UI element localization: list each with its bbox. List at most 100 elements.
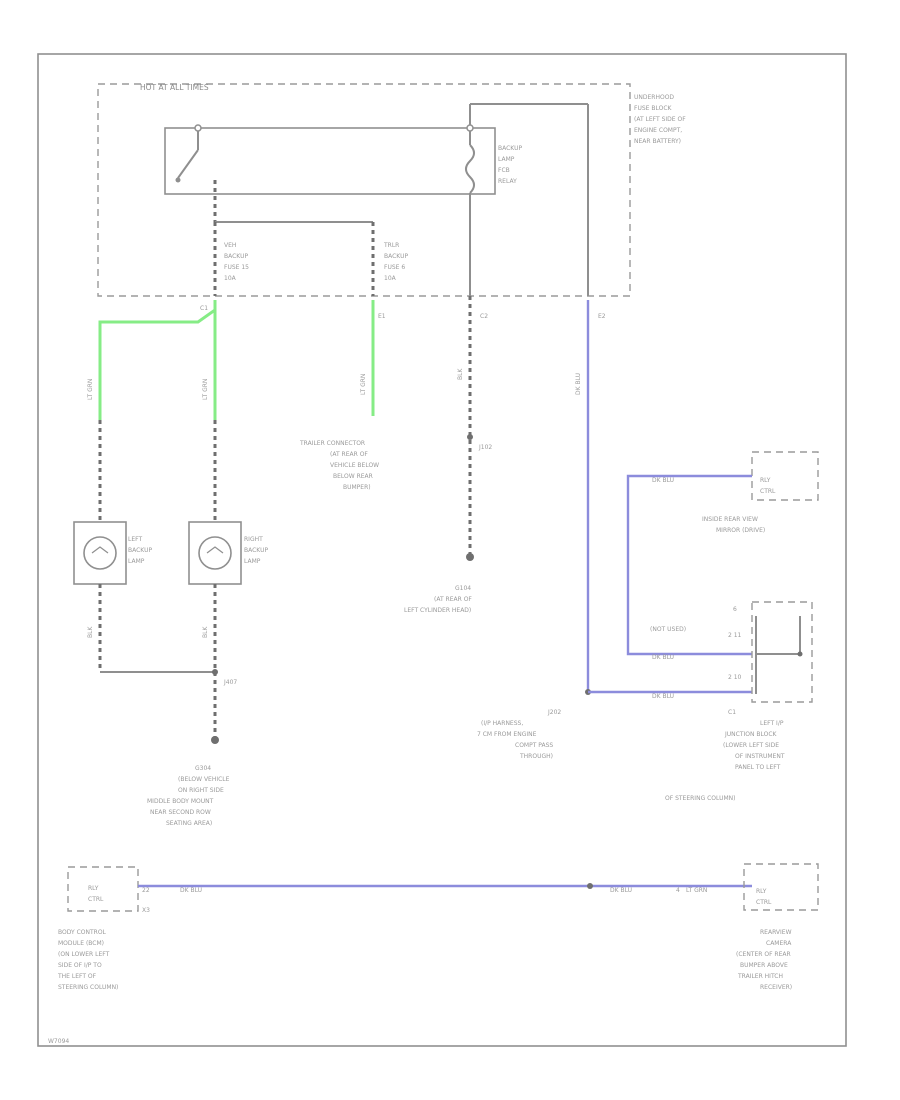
veh-fuse-label-4: 10A bbox=[224, 275, 237, 282]
trlr-fuse-label-3: FUSE 6 bbox=[384, 264, 405, 271]
jb-label-5: PANEL TO LEFT bbox=[735, 764, 781, 771]
left-lamp-label-2: BACKUP bbox=[128, 547, 152, 554]
underhood-label-4: ENGINE COMPT, bbox=[634, 127, 682, 134]
diagram-frame bbox=[37, 53, 847, 1047]
right-lamp-label-3: LAMP bbox=[244, 558, 261, 565]
bcm-label-4: SIDE OF I/P TO bbox=[58, 962, 102, 969]
underhood-label-5: NEAR BATTERY) bbox=[634, 138, 681, 145]
splice-j102 bbox=[467, 434, 473, 440]
jb-splice bbox=[797, 651, 803, 657]
pin-e1-label: E1 bbox=[378, 313, 386, 320]
hot-at-all-times-label: HOT AT ALL TIMES bbox=[140, 83, 209, 92]
mirror-ctrl-label: CTRL bbox=[760, 488, 776, 495]
trailer-label-3: VEHICLE BELOW bbox=[330, 462, 379, 469]
j202-label-1: J202 bbox=[547, 709, 561, 716]
wire-blk-g104: BLK bbox=[457, 368, 464, 380]
camera-label-4: BUMPER ABOVE bbox=[740, 962, 788, 969]
jb-label-6: OF STEERING COLUMN) bbox=[665, 795, 735, 802]
relay-coil bbox=[465, 144, 475, 194]
ip-junction-block bbox=[751, 601, 813, 703]
relay-label-2: LAMP bbox=[498, 156, 515, 163]
pin-c1-label: C1 bbox=[200, 305, 208, 312]
jb-pin-211: 2 11 bbox=[728, 632, 742, 639]
wire-blk-left: BLK bbox=[87, 626, 94, 638]
left-backup-lamp-box bbox=[73, 521, 127, 585]
g104-label-1: G104 bbox=[455, 585, 471, 592]
bcm-pin-label: 22 bbox=[142, 887, 150, 894]
pin-c2-label: C2 bbox=[480, 313, 488, 320]
mirror-label-2: MIRROR (DRIVE) bbox=[716, 527, 765, 534]
trlr-fuse-label-1: TRLR bbox=[383, 242, 399, 249]
j202-label-5: THROUGH) bbox=[519, 753, 553, 760]
mirror-rly-label: RLY bbox=[760, 477, 771, 484]
blue-wire-mirror bbox=[626, 474, 752, 656]
j202-label-4: COMPT PASS bbox=[515, 742, 553, 749]
veh-fuse-label-1: VEH bbox=[224, 242, 236, 249]
bcm-label-3: (ON LOWER LEFT bbox=[58, 951, 110, 958]
underhood-fuse-block-outline bbox=[97, 83, 631, 297]
trailer-label-2: (AT REAR OF bbox=[330, 451, 368, 458]
relay-label-3: FCB bbox=[498, 167, 510, 174]
wire-lt-grn-left: LT GRN bbox=[87, 379, 94, 400]
jb-label-1: LEFT I/P bbox=[760, 720, 784, 727]
ground-g104 bbox=[466, 553, 474, 561]
figure-id: W7094 bbox=[48, 1038, 69, 1045]
g304-label-1: G304 bbox=[195, 765, 211, 772]
j202-label-2: (I/P HARNESS, bbox=[481, 720, 523, 727]
left-lamp-filament bbox=[91, 546, 109, 554]
ground-g304 bbox=[211, 736, 219, 744]
jb-label-2: JUNCTION BLOCK bbox=[724, 731, 778, 738]
wire-lt-grn-trailer: LT GRN bbox=[360, 374, 367, 395]
bcm-rly-label: RLY bbox=[88, 885, 99, 892]
right-lamp-filament bbox=[206, 546, 224, 554]
bcm-label-1: BODY CONTROL bbox=[58, 929, 107, 936]
j102-label: J102 bbox=[478, 444, 492, 451]
left-lamp-bulb bbox=[83, 536, 117, 570]
bcm-conn-label: X3 bbox=[142, 907, 150, 914]
underhood-label-2: FUSE BLOCK bbox=[634, 105, 673, 112]
camera-label-3: (CENTER OF REAR bbox=[736, 951, 791, 958]
bcm-box bbox=[67, 866, 139, 912]
wire-dk-blu-mirror: DK BLU bbox=[652, 477, 674, 484]
bcm-label-2: MODULE (BCM) bbox=[58, 940, 104, 947]
camera-ctrl-label: CTRL bbox=[756, 899, 772, 906]
right-lamp-label-2: BACKUP bbox=[244, 547, 268, 554]
g304-label-6: SEATING AREA) bbox=[166, 820, 212, 827]
underhood-label-3: (AT LEFT SIDE OF bbox=[634, 116, 686, 123]
relay-label-1: BACKUP bbox=[498, 145, 522, 152]
green-wire-left-lamp bbox=[98, 300, 217, 420]
camera-label-6: RECEIVER) bbox=[760, 984, 792, 991]
wire-blk-right: BLK bbox=[202, 626, 209, 638]
g104-label-3: LEFT CYLINDER HEAD) bbox=[404, 607, 471, 614]
camera-label-2: CAMERA bbox=[766, 940, 792, 947]
bcm-label-6: STEERING COLUMN) bbox=[58, 984, 118, 991]
veh-fuse-label-3: FUSE 15 bbox=[224, 264, 249, 271]
camera-pin: 4 bbox=[676, 887, 680, 894]
bcm-ctrl-label: CTRL bbox=[88, 896, 104, 903]
relay-box bbox=[164, 127, 496, 195]
wire-dk-blu-jb2: DK BLU bbox=[652, 654, 674, 661]
rear-camera-box bbox=[743, 863, 819, 911]
splice-j407 bbox=[212, 669, 218, 675]
underhood-label-1: UNDERHOOD bbox=[634, 94, 674, 101]
wire-dk-blu-cam: DK BLU bbox=[610, 887, 632, 894]
left-lamp-label-1: LEFT bbox=[128, 536, 142, 543]
g304-label-5: NEAR SECOND ROW bbox=[150, 809, 211, 816]
j202-label-3: 7 CM FROM ENGINE bbox=[477, 731, 537, 738]
trailer-label-4: BELOW REAR bbox=[333, 473, 373, 480]
g304-label-3: ON RIGHT SIDE bbox=[178, 787, 224, 794]
relay-terminal bbox=[194, 124, 202, 132]
right-backup-lamp-box bbox=[188, 521, 242, 585]
not-used-label: (NOT USED) bbox=[650, 626, 686, 633]
camera-rly-label: RLY bbox=[756, 888, 767, 895]
wire-lt-grn-right: LT GRN bbox=[202, 379, 209, 400]
trlr-fuse-label-2: BACKUP bbox=[384, 253, 408, 260]
wire-dk-blu-bcm: DK BLU bbox=[180, 887, 202, 894]
pin-e2-label: E2 bbox=[598, 313, 606, 320]
left-lamp-label-3: LAMP bbox=[128, 558, 145, 565]
right-lamp-bulb bbox=[198, 536, 232, 570]
jb-pin-6: 6 bbox=[733, 606, 737, 613]
camera-splice bbox=[587, 883, 593, 889]
mirror-label-1: INSIDE REAR VIEW bbox=[702, 516, 758, 523]
